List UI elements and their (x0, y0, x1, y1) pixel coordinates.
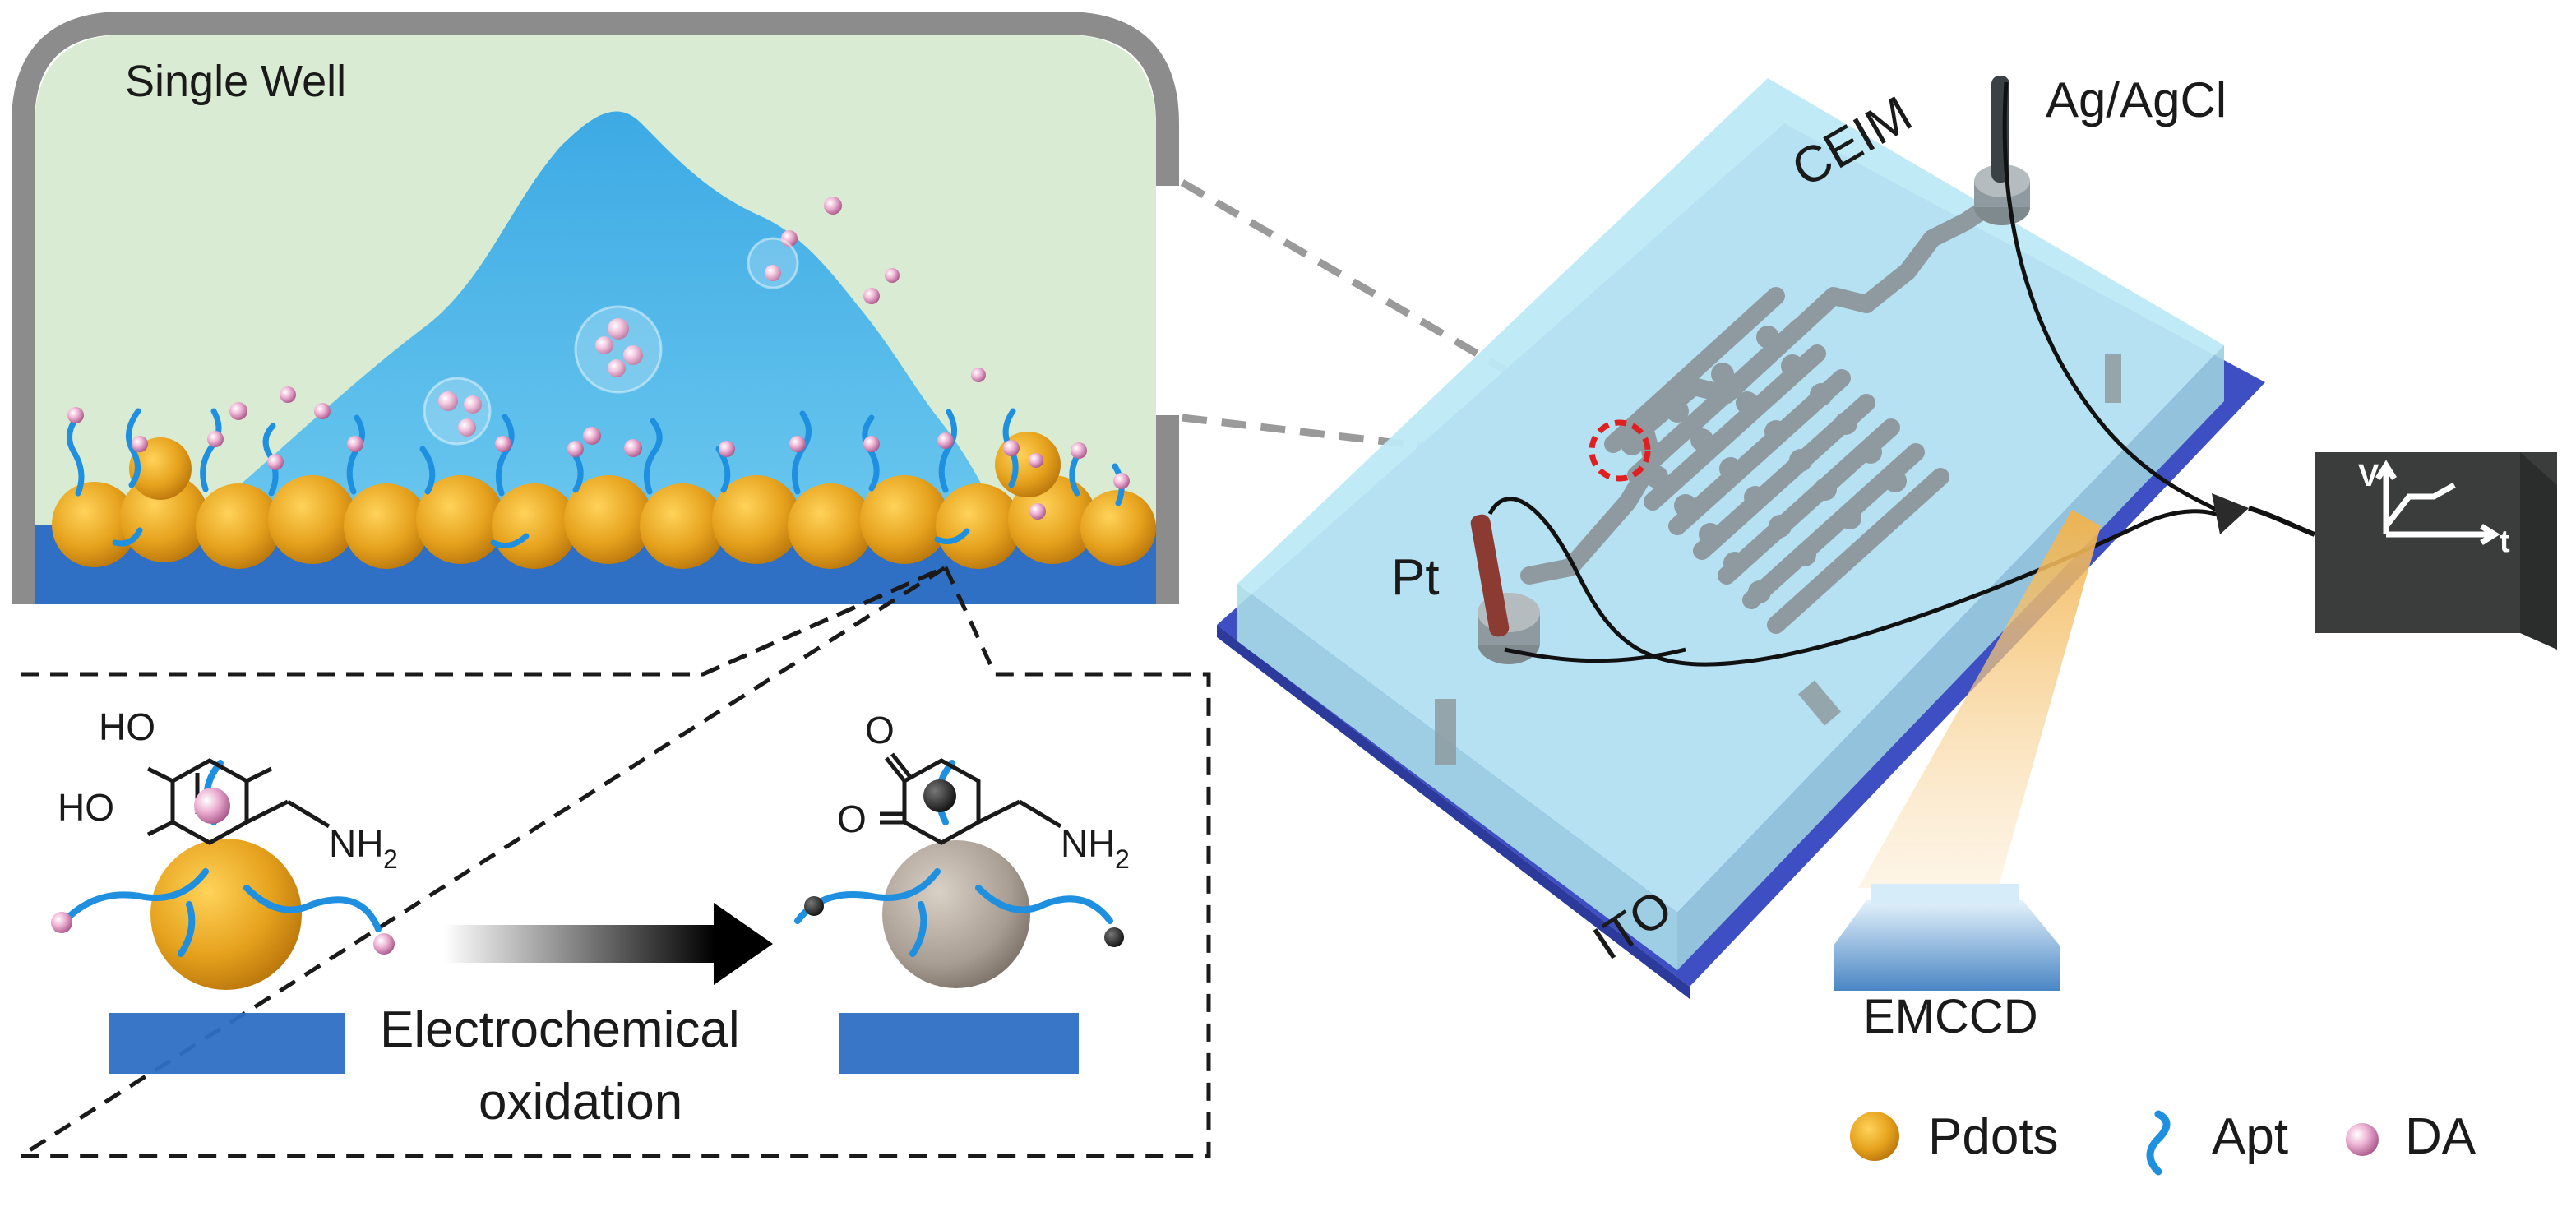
legend-apt-label: Apt (2212, 1108, 2289, 1165)
ceim-chip-top (1237, 78, 2224, 913)
oxidation-label-line1: Electrochemical (380, 1001, 740, 1058)
electrode-wires (1487, 81, 2226, 667)
emccd-label: EMCCD (1863, 990, 2038, 1043)
ho-top-text: HO (99, 705, 155, 748)
electrode-left (109, 1013, 345, 1074)
nh2-left-sub: 2 (383, 844, 398, 874)
dopamine-bead-icon (2346, 1123, 2379, 1156)
legend-pdots-label: Pdots (1928, 1108, 2059, 1165)
ag-agcl-label: Ag/AgCl (2046, 72, 2227, 127)
potentiostat-box (2315, 452, 2557, 650)
oxidation-arrow-head (714, 903, 773, 985)
channel-wells (1621, 326, 1907, 603)
quinone-molecule (880, 752, 1062, 845)
pdot-sphere-icon (1850, 1112, 1899, 1161)
da-in-solution (229, 197, 900, 457)
electrode-right (839, 1013, 1079, 1074)
o-bottom-text: O (837, 798, 867, 840)
oxidation-arrow-shaft (444, 925, 715, 963)
nh2-right-text: NH (1061, 822, 1115, 865)
well-wall (12, 12, 1179, 604)
pt-label: Pt (1391, 549, 1440, 606)
single-well-label: Single Well (125, 57, 347, 106)
ceim-chip-side (1237, 584, 1677, 970)
pdot-left (150, 839, 302, 990)
emission-beam (1858, 510, 2101, 888)
hydrogel-mound (206, 111, 999, 519)
axis-v-label: V (2358, 459, 2379, 493)
ito-edge (1217, 625, 1690, 999)
emccd-camera-body (1834, 900, 2060, 991)
selected-well-marker (1589, 419, 1651, 482)
pt-electrode-rod (1470, 514, 1510, 637)
o-top-text: O (865, 709, 895, 751)
single-well-panel (12, 12, 1179, 604)
surface-pdots-layer (52, 432, 1156, 569)
pdot-right (882, 840, 1030, 988)
bound-da-beads (67, 368, 1130, 520)
oxidation-label-line2: oxidation (479, 1074, 683, 1130)
nh2-right-sub: 2 (1115, 844, 1130, 874)
axis-t-label: t (2500, 525, 2510, 559)
aptamer-strand-icon (2146, 1110, 2171, 1176)
vesicle-bubbles (423, 237, 799, 446)
chip-device (1217, 76, 2557, 999)
legend-da-label: DA (2405, 1108, 2477, 1165)
legend-icons (1850, 1110, 2379, 1176)
nh2-left-text: NH (329, 822, 383, 865)
ho-bottom-text: HO (58, 786, 114, 829)
mechanism-inset: HO HO NH 2 O O NH 2 (13, 564, 1211, 1158)
dopamine-molecule (146, 758, 331, 845)
